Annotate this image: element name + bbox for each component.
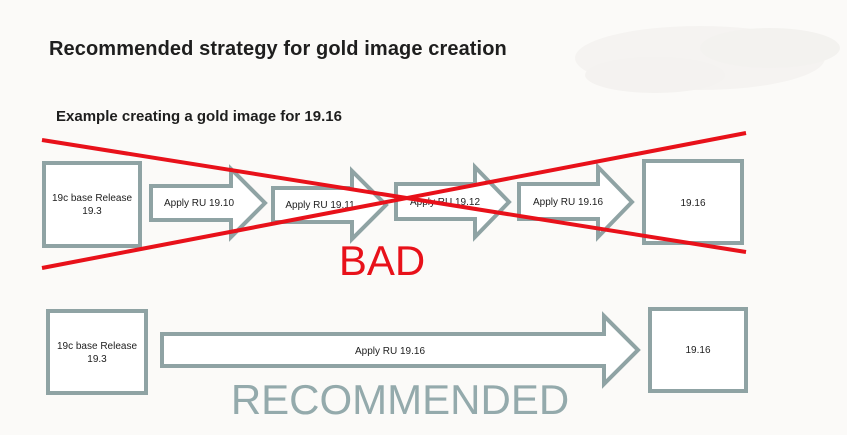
bad-flow: 19c base Release 19.3 Apply RU 19.10 App… — [41, 131, 747, 284]
cross-line-up — [41, 131, 747, 270]
bad-end-box-label: 19.16 — [680, 198, 705, 209]
bad-step-label-4: Apply RU 19.16 — [533, 197, 603, 208]
recommended-label: RECOMMENDED — [231, 376, 569, 423]
good-end-box-label: 19.16 — [685, 345, 710, 356]
good-step-label: Apply RU 19.16 — [355, 346, 425, 357]
bad-end-box — [642, 159, 744, 245]
good-start-box — [46, 309, 148, 395]
recommended-flow: 19c base Release 19.3 Apply RU 19.16 19.… — [46, 307, 748, 423]
slide-subtitle: Example creating a gold image for 19.16 — [56, 108, 342, 125]
bad-start-box — [42, 161, 142, 248]
bad-step-label-2: Apply RU 19.11 — [285, 200, 355, 211]
bad-start-box-label-line2: 19.3 — [82, 206, 102, 217]
slide-title: Recommended strategy for gold image crea… — [49, 38, 507, 60]
decorative-texture — [575, 26, 840, 93]
good-start-box-label-line1: 19c base Release — [57, 341, 137, 352]
cross-line-down — [41, 138, 747, 254]
good-start-box-label-line2: 19.3 — [87, 354, 107, 365]
bad-start-box-label-line1: 19c base Release — [52, 193, 132, 204]
bad-step-arrow-1 — [149, 164, 268, 242]
bad-step-label-1: Apply RU 19.10 — [164, 198, 234, 209]
good-end-box — [648, 307, 748, 393]
good-step-arrow — [160, 311, 641, 389]
bad-label: BAD — [339, 237, 425, 284]
